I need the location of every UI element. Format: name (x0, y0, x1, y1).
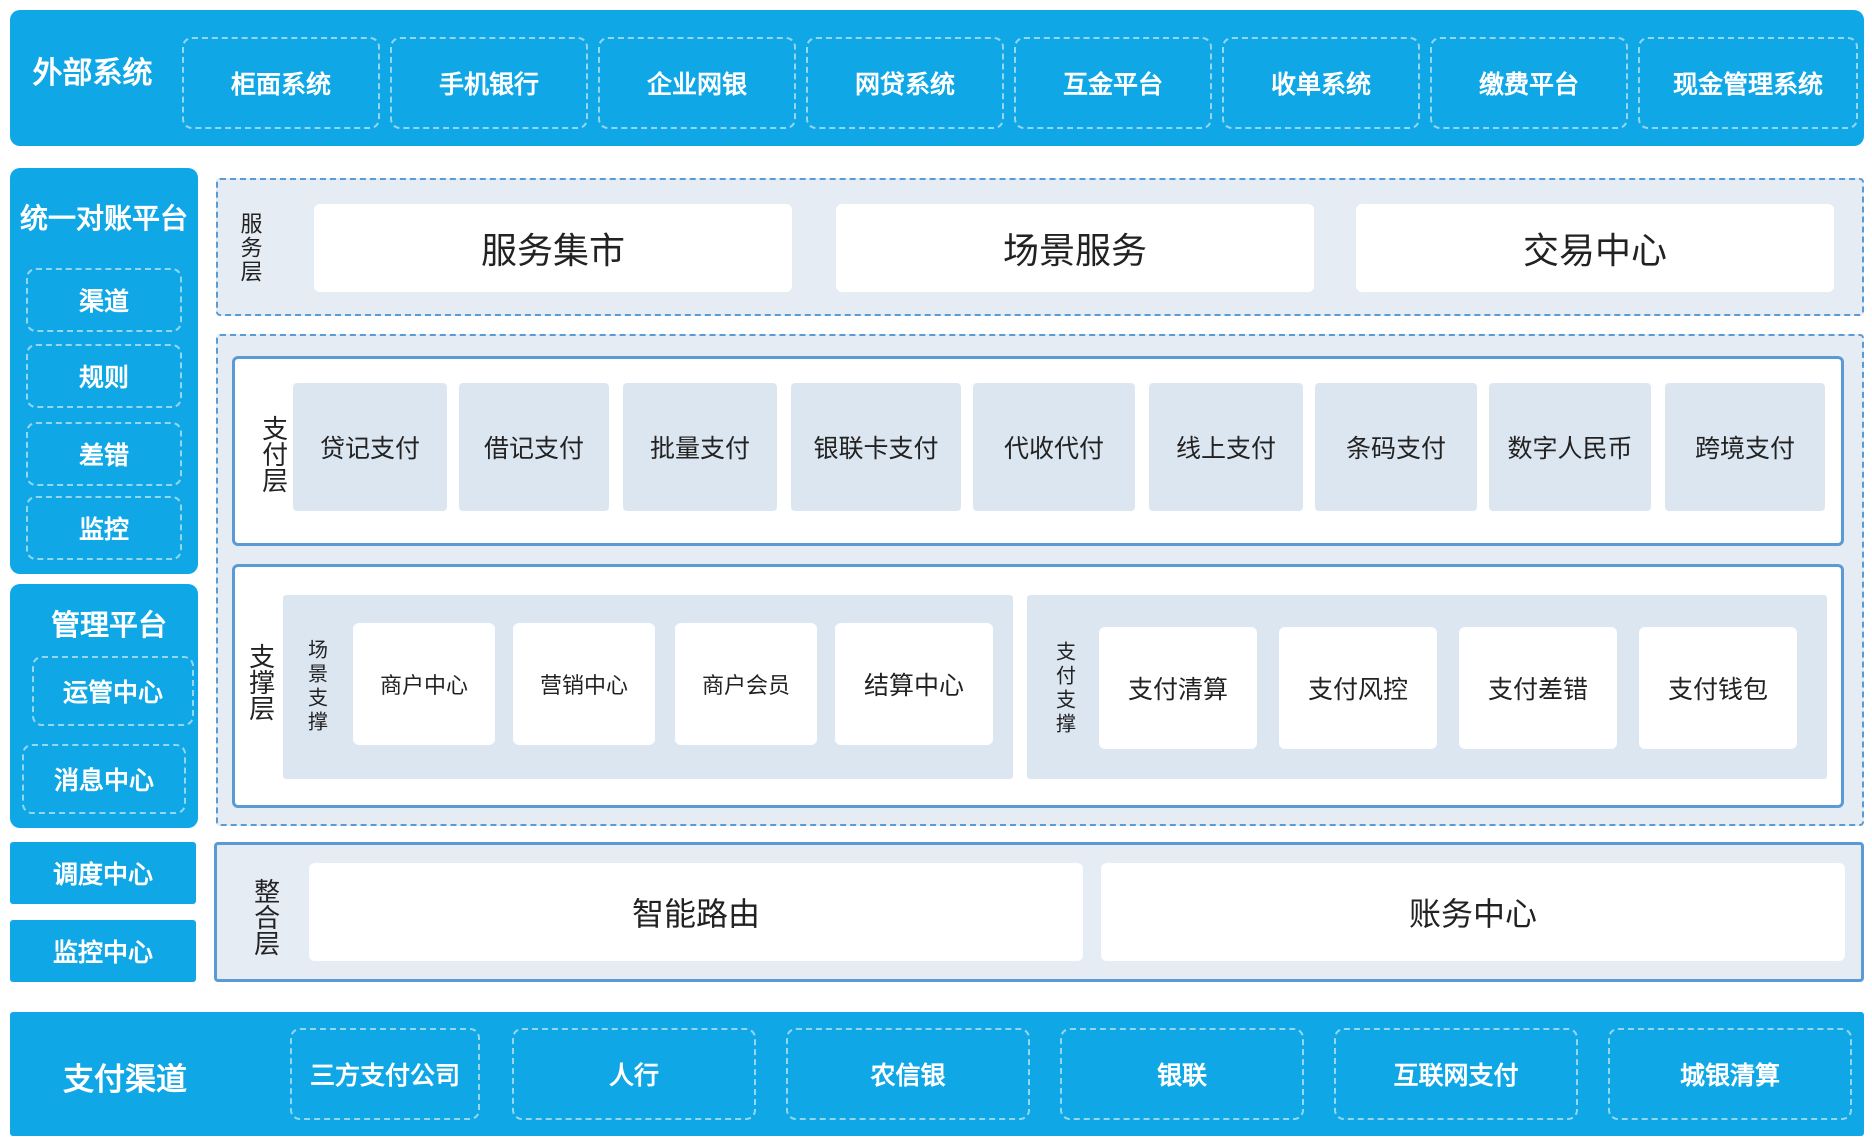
pay-clearing[interactable]: 支付清算 (1099, 627, 1257, 749)
payment-collect-pay[interactable]: 代收代付 (973, 383, 1135, 511)
merchant-member[interactable]: 商户会员 (675, 623, 817, 745)
monitor-center[interactable]: 监控中心 (10, 920, 196, 982)
trade-center[interactable]: 交易中心 (1356, 204, 1834, 292)
channel-rural-credit[interactable]: 农信银 (786, 1028, 1030, 1120)
support-layer-label: 支撑层 (241, 617, 277, 747)
payment-credit[interactable]: 贷记支付 (293, 383, 447, 511)
channel-city-bank-clearing[interactable]: 城银清算 (1608, 1028, 1852, 1120)
payment-batch[interactable]: 批量支付 (623, 383, 777, 511)
service-layer: 服务层 服务集市 场景服务 交易中心 (216, 178, 1864, 316)
smart-routing[interactable]: 智能路由 (309, 863, 1083, 961)
external-systems-title: 外部系统 (32, 56, 153, 91)
payment-channels-bar: 支付渠道 三方支付公司 人行 农信银 银联 互联网支付 城银清算 (10, 1012, 1864, 1136)
pay-error-handling[interactable]: 支付差错 (1459, 627, 1617, 749)
management-ops-center[interactable]: 运管中心 (32, 656, 194, 726)
pay-support-label-text: 支付支撑 (1052, 641, 1077, 737)
payment-unionpay-card[interactable]: 银联卡支付 (791, 383, 961, 511)
payment-debit[interactable]: 借记支付 (459, 383, 609, 511)
integration-layer: 整合层 智能路由 账务中心 (214, 842, 1864, 982)
external-item-mobile-bank[interactable]: 手机银行 (390, 37, 588, 129)
dispatch-center[interactable]: 调度中心 (10, 842, 196, 904)
pay-risk-control[interactable]: 支付风控 (1279, 627, 1437, 749)
management-message-center[interactable]: 消息中心 (22, 744, 186, 814)
pay-support-label: 支付支撑 (1049, 619, 1079, 759)
reconcile-title: 统一对账平台 (19, 202, 188, 235)
core-layers-container: 支付层 贷记支付 借记支付 批量支付 银联卡支付 代收代付 线上支付 条码支付 … (216, 334, 1864, 826)
management-title: 管理平台 (50, 608, 167, 642)
channel-pboc[interactable]: 人行 (512, 1028, 756, 1120)
scene-service[interactable]: 场景服务 (836, 204, 1314, 292)
payment-cross-border[interactable]: 跨境支付 (1665, 383, 1825, 511)
external-item-fintech[interactable]: 互金平台 (1014, 37, 1212, 129)
payment-layer: 支付层 贷记支付 借记支付 批量支付 银联卡支付 代收代付 线上支付 条码支付 … (232, 356, 1844, 546)
accounting-center[interactable]: 账务中心 (1101, 863, 1845, 961)
service-layer-label: 服务层 (234, 200, 264, 296)
payment-channels-title: 支付渠道 (63, 1061, 187, 1098)
external-item-counter[interactable]: 柜面系统 (182, 37, 380, 129)
external-systems-bar: 外部系统 柜面系统 手机银行 企业网银 网贷系统 互金平台 收单系统 缴费平台 … (10, 10, 1864, 146)
support-layer: 支撑层 场景支撑 商户中心 营销中心 商户会员 结算中心 支付支撑 支付清算 支… (232, 564, 1844, 808)
external-item-cash-mgmt[interactable]: 现金管理系统 (1638, 37, 1858, 129)
reconcile-monitor[interactable]: 监控 (26, 496, 182, 560)
channel-third-party[interactable]: 三方支付公司 (290, 1028, 480, 1120)
channel-internet-pay[interactable]: 互联网支付 (1334, 1028, 1578, 1120)
scene-support-group: 场景支撑 商户中心 营销中心 商户会员 结算中心 (283, 595, 1013, 779)
channel-unionpay[interactable]: 银联 (1060, 1028, 1304, 1120)
integration-layer-label: 整合层 (247, 867, 281, 967)
marketing-center[interactable]: 营销中心 (513, 623, 655, 745)
reconcile-panel: 统一对账平台 渠道 规则 差错 监控 (10, 168, 198, 574)
external-item-billpay[interactable]: 缴费平台 (1430, 37, 1628, 129)
external-item-acquiring[interactable]: 收单系统 (1222, 37, 1420, 129)
payment-digital-rmb[interactable]: 数字人民币 (1489, 383, 1651, 511)
reconcile-channel[interactable]: 渠道 (26, 268, 182, 332)
payment-online[interactable]: 线上支付 (1149, 383, 1303, 511)
payment-layer-label-text: 支付层 (257, 415, 288, 493)
external-item-loan[interactable]: 网贷系统 (806, 37, 1004, 129)
merchant-center[interactable]: 商户中心 (353, 623, 495, 745)
payment-barcode[interactable]: 条码支付 (1315, 383, 1477, 511)
service-layer-label-text: 服务层 (236, 212, 262, 284)
pay-support-group: 支付支撑 支付清算 支付风控 支付差错 支付钱包 (1027, 595, 1827, 779)
support-layer-label-text: 支撑层 (244, 643, 275, 721)
reconcile-rules[interactable]: 规则 (26, 344, 182, 408)
pay-wallet[interactable]: 支付钱包 (1639, 627, 1797, 749)
scene-support-label-text: 场景支撑 (304, 639, 329, 735)
integration-layer-label-text: 整合层 (249, 878, 280, 956)
settlement-center[interactable]: 结算中心 (835, 623, 993, 745)
reconcile-errors[interactable]: 差错 (26, 422, 182, 486)
management-panel: 管理平台 运管中心 消息中心 (10, 584, 198, 828)
service-market[interactable]: 服务集市 (314, 204, 792, 292)
external-item-corporate-bank[interactable]: 企业网银 (598, 37, 796, 129)
scene-support-label: 场景支撑 (301, 607, 331, 767)
payment-layer-label: 支付层 (255, 399, 289, 509)
